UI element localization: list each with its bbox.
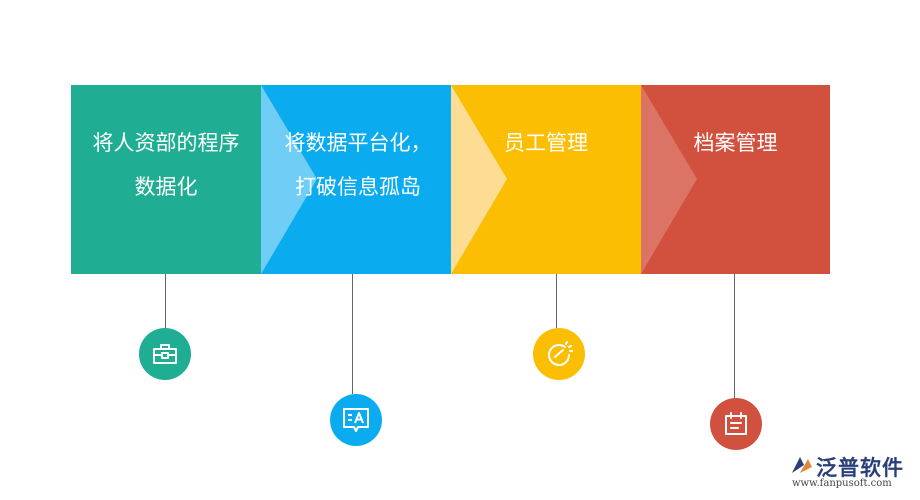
step-3-line-1: 员工管理: [504, 131, 588, 155]
step-2-line-1: 将数据平台化，: [284, 131, 432, 155]
step-2-block: 将数据平台化， 打破信息孤岛: [261, 85, 451, 274]
calendar-icon: [725, 412, 747, 435]
document-text-icon: [343, 408, 369, 432]
step-2-icon-circle: [330, 394, 382, 446]
step-3-icon-circle: [533, 328, 585, 380]
step-3-block: 员工管理: [451, 85, 641, 274]
step-3-connector: [556, 274, 557, 328]
step-2-text: 将数据平台化， 打破信息孤岛: [261, 121, 451, 209]
logo-mark-icon: [792, 457, 812, 473]
gauge-icon: [548, 341, 573, 366]
step-1-icon-circle: [139, 328, 191, 380]
step-1-line-1: 将人资部的程序: [92, 131, 240, 155]
step-2-arrow-shape: [261, 85, 317, 274]
step-4-connector: [734, 274, 735, 398]
logo-title: 泛普软件: [816, 456, 904, 480]
step-4-arrow-shape: [641, 85, 697, 274]
step-3-text: 员工管理: [451, 121, 641, 165]
step-4-text: 档案管理: [641, 121, 830, 165]
step-4-icon-circle: [710, 398, 762, 450]
step-1-line-2: 数据化: [134, 175, 198, 199]
step-4-block: 档案管理: [641, 85, 830, 274]
step-1-connector: [165, 274, 166, 328]
logo-url: www.fanpusoft.com: [792, 478, 892, 489]
toolbox-icon: [153, 344, 177, 364]
fanpu-logo: 泛普软件 www.fanpusoft.com: [790, 452, 915, 492]
step-1-block: 将人资部的程序 数据化: [71, 85, 261, 274]
step-4-line-1: 档案管理: [693, 131, 778, 155]
step-2-line-2: 打破信息孤岛: [295, 175, 421, 199]
step-1-text: 将人资部的程序 数据化: [71, 121, 261, 209]
step-3-arrow-shape: [451, 85, 507, 274]
step-2-connector: [352, 274, 353, 394]
